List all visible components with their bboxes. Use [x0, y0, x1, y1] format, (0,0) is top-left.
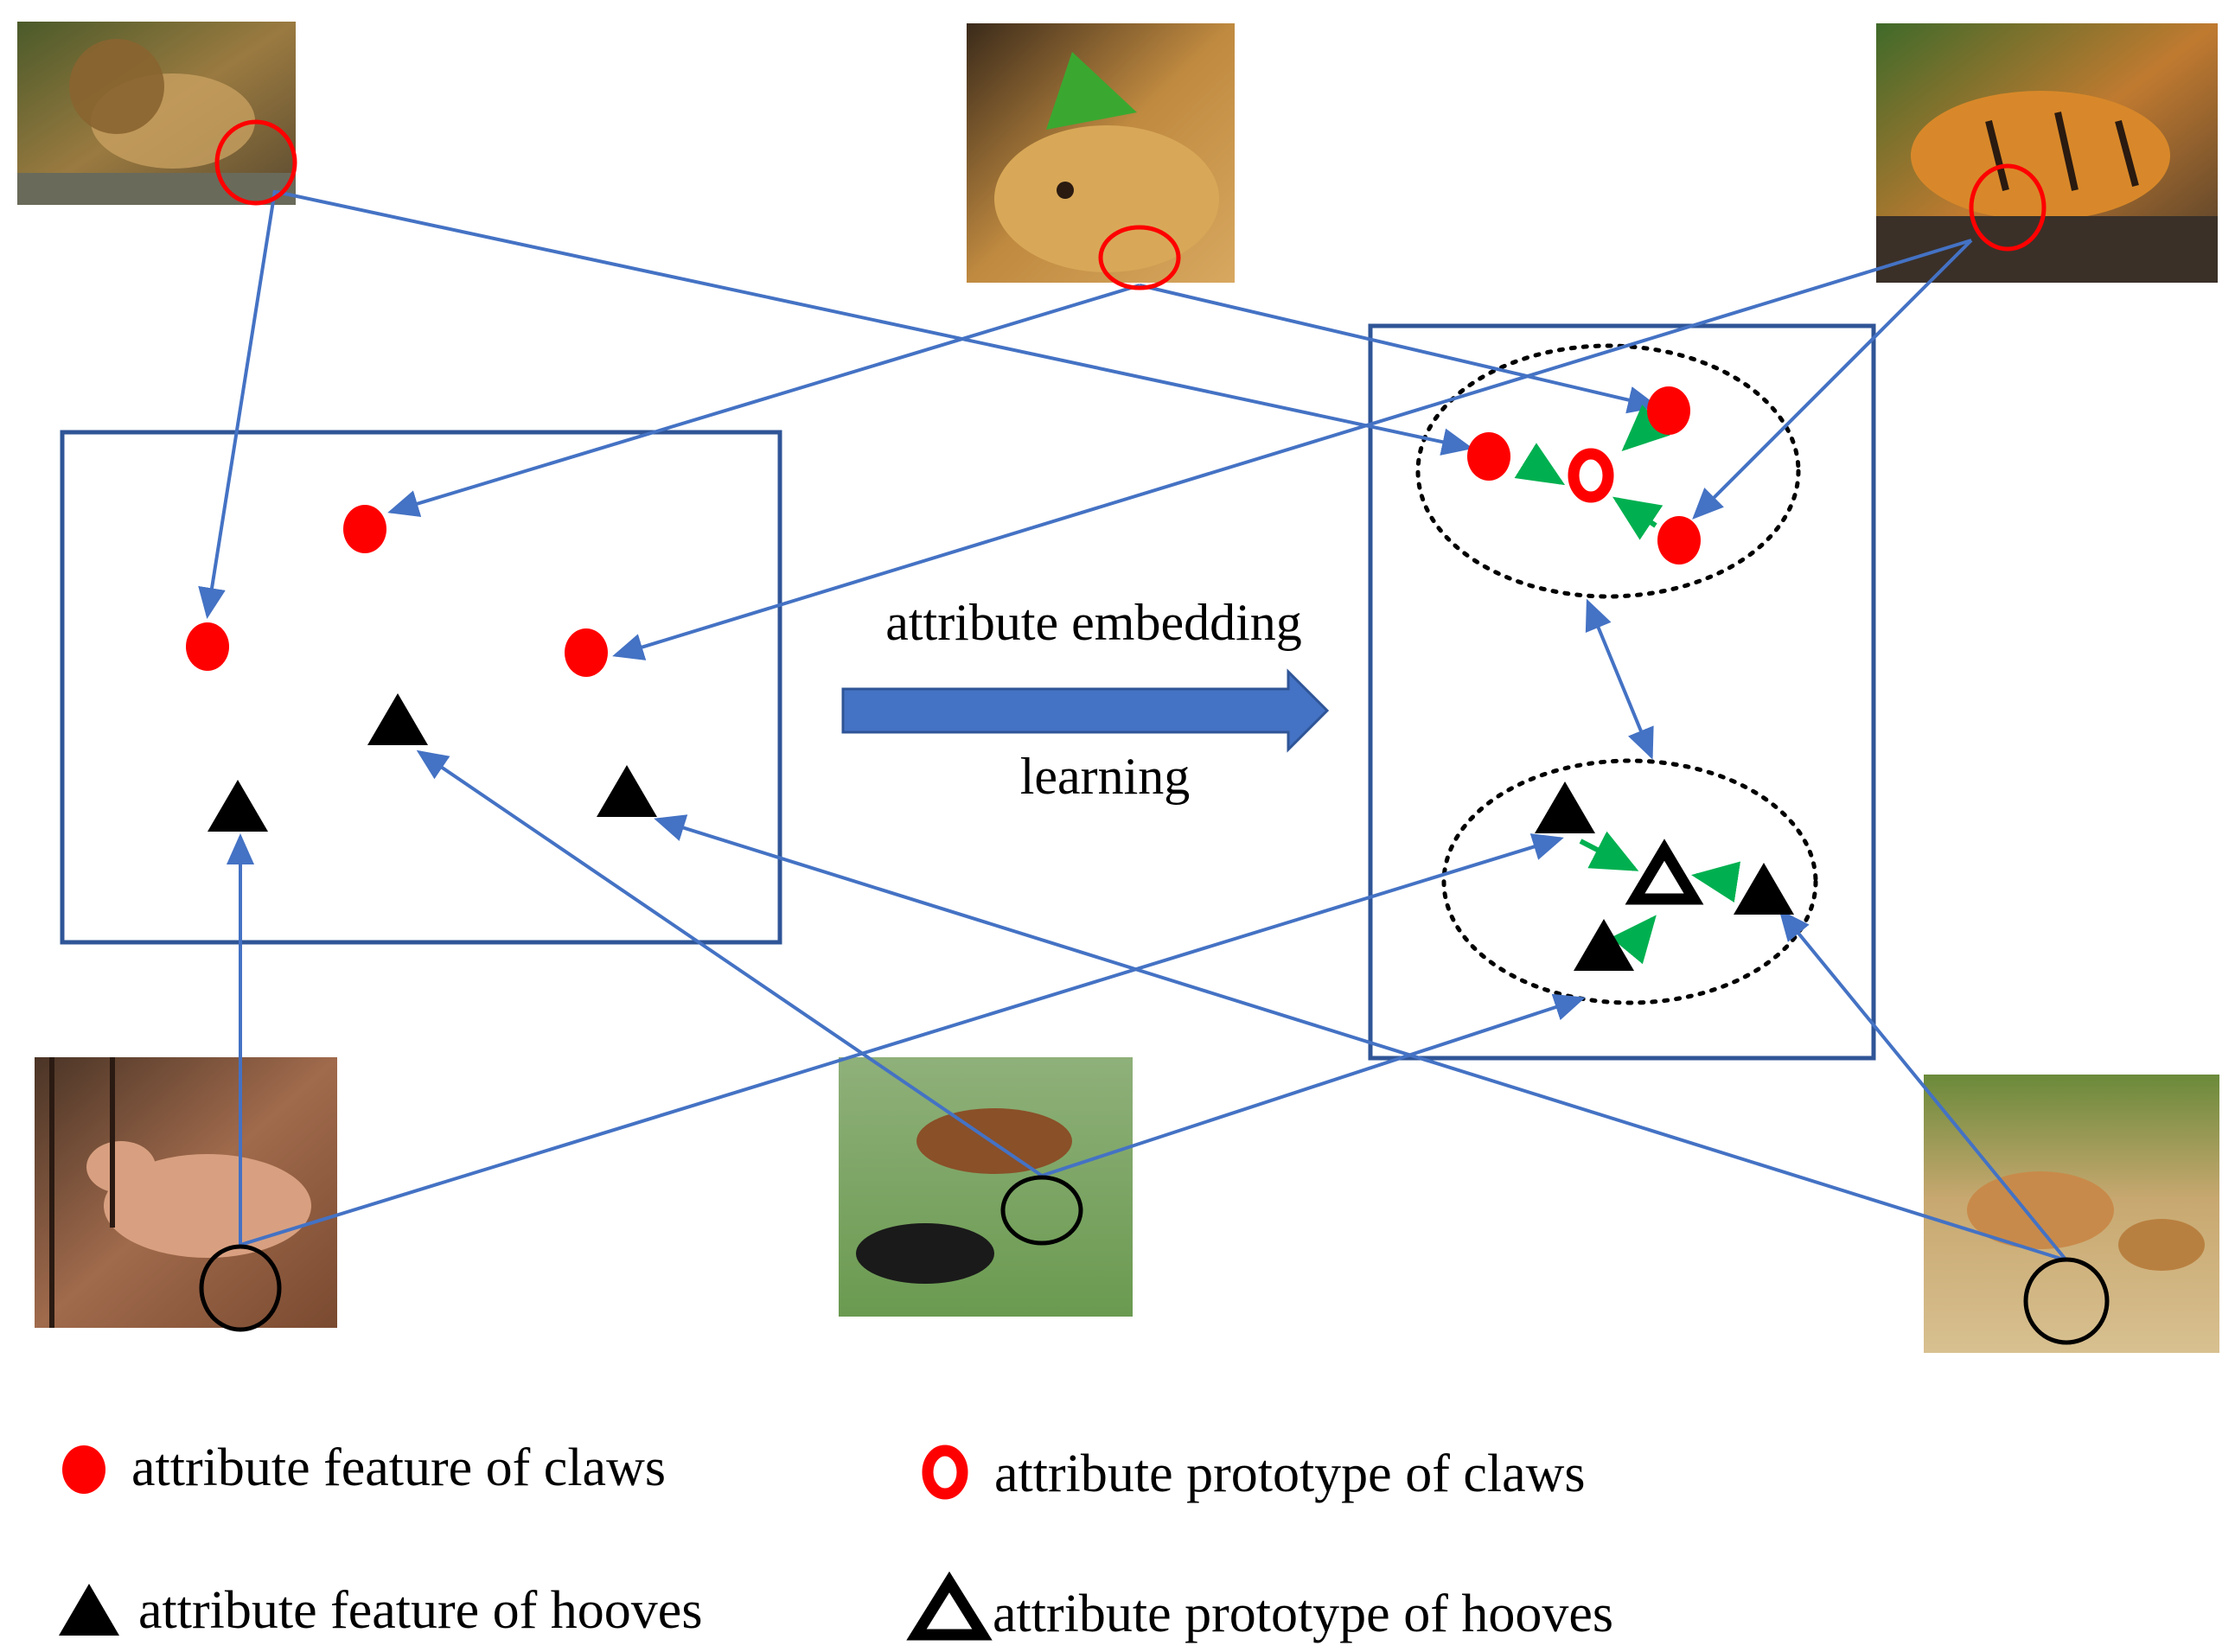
legend-claw-feature-icon	[62, 1445, 105, 1494]
connector-deer-to-left-hoof	[654, 814, 2067, 1262]
tiger-photo	[1876, 23, 2218, 283]
connector-sheep-to-right-hoof	[239, 833, 1564, 1247]
connector-tiger-to-right-claw	[1692, 239, 1973, 520]
hoof-feature-triangle	[1734, 863, 1794, 915]
connector-lion-to-left-claw	[198, 189, 277, 619]
horse-photo	[839, 1057, 1133, 1317]
horse-hoof-region-circle	[1000, 1175, 1083, 1246]
connector-tiger-to-left-claw	[612, 239, 1972, 660]
connector-hamster-to-left-claw	[387, 284, 1140, 518]
connector-horse-to-left-hoof	[416, 749, 1044, 1177]
hamster-photo	[967, 23, 1235, 283]
connector-arrows	[198, 189, 2068, 1262]
legend-claw-prototype-icon	[922, 1445, 968, 1500]
legend-hoof-prototype-label: attribute prototype of hooves	[993, 1585, 1613, 1643]
prototype-pull-arrows	[1514, 404, 1741, 965]
claw-feature-dot	[343, 505, 386, 553]
hoof-feature-triangle	[597, 765, 657, 817]
hoof-feature-triangle	[367, 693, 428, 745]
legend-claw-feature-label: attribute feature of claws	[131, 1438, 666, 1497]
legend: attribute feature of claws attribute pro…	[59, 1438, 1613, 1643]
claw-cluster-ring	[1415, 343, 1801, 599]
deer-hoof-region-circle	[2023, 1257, 2110, 1345]
tiger-claw-region-circle	[1969, 163, 2047, 252]
hoof-feature-triangle	[1535, 781, 1595, 833]
legend-hoof-feature-label: attribute feature of hooves	[138, 1581, 702, 1640]
connector-lion-to-right-claw	[276, 190, 1473, 456]
sheep-photo	[35, 1057, 337, 1328]
legend-hoof-prototype-icon	[906, 1571, 993, 1641]
sheep-hoof-region-circle	[199, 1244, 282, 1332]
lion-photo	[17, 22, 296, 205]
arrow-caption-line2: learning	[1020, 748, 1191, 805]
claw-prototype-ring	[1568, 448, 1614, 503]
hoof-prototype-triangle	[1625, 839, 1704, 905]
legend-claw-prototype-label: attribute prototype of claws	[994, 1445, 1586, 1503]
connector-horse-to-right-hoof	[1041, 993, 1586, 1177]
connector-deer-to-right-hoof	[1778, 909, 2068, 1262]
claw-feature-dot	[1467, 432, 1510, 481]
connector-hamster-to-right-claw	[1139, 284, 1659, 414]
hoof-cluster-ring	[1441, 758, 1818, 1005]
raw-feature-space-box	[60, 430, 782, 945]
hoof-feature-triangle	[208, 780, 268, 832]
hamster-claw-region-circle	[1098, 225, 1181, 290]
embedding-space-box	[1368, 323, 1876, 1061]
lion-claw-region-circle	[214, 119, 297, 206]
hoof-feature-triangle	[1574, 919, 1634, 971]
claw-feature-dot	[186, 622, 229, 671]
connector-cluster-link	[1585, 598, 1654, 760]
arrow-caption-line1: attribute embedding	[885, 594, 1302, 651]
deer-photo	[1924, 1075, 2219, 1353]
claw-feature-dot	[1647, 386, 1690, 435]
claw-feature-dot	[565, 628, 608, 677]
claw-feature-dot	[1657, 516, 1701, 564]
legend-hoof-feature-icon	[59, 1584, 119, 1636]
embedding-arrow	[841, 668, 1330, 753]
